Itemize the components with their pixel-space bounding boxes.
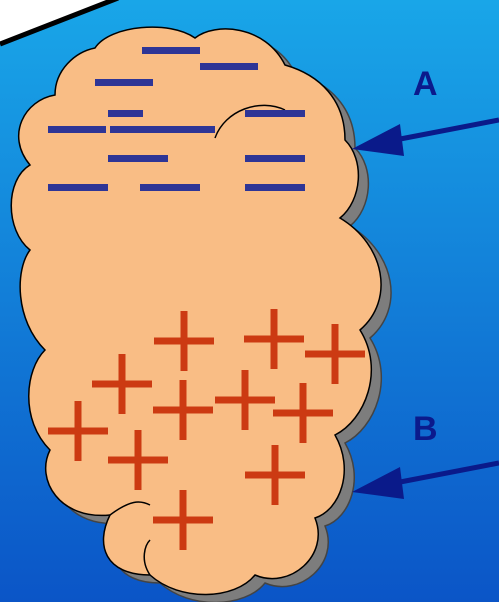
negative-charge-sign	[108, 110, 143, 117]
negative-charge-sign	[245, 155, 305, 162]
negative-charge-sign	[245, 110, 305, 117]
negative-charge-sign	[95, 79, 153, 86]
label-b: B	[413, 410, 438, 448]
negative-charge-sign	[108, 155, 168, 162]
negative-charge-sign	[110, 126, 158, 133]
negative-charge-sign	[142, 47, 200, 54]
negative-charge-sign	[158, 126, 215, 133]
negative-charge-sign	[140, 184, 200, 191]
negative-charge-sign	[48, 184, 108, 191]
negative-charge-sign	[48, 126, 106, 133]
negative-charge-sign	[200, 63, 258, 70]
negative-charge-sign	[245, 184, 305, 191]
label-a: A	[413, 65, 438, 103]
